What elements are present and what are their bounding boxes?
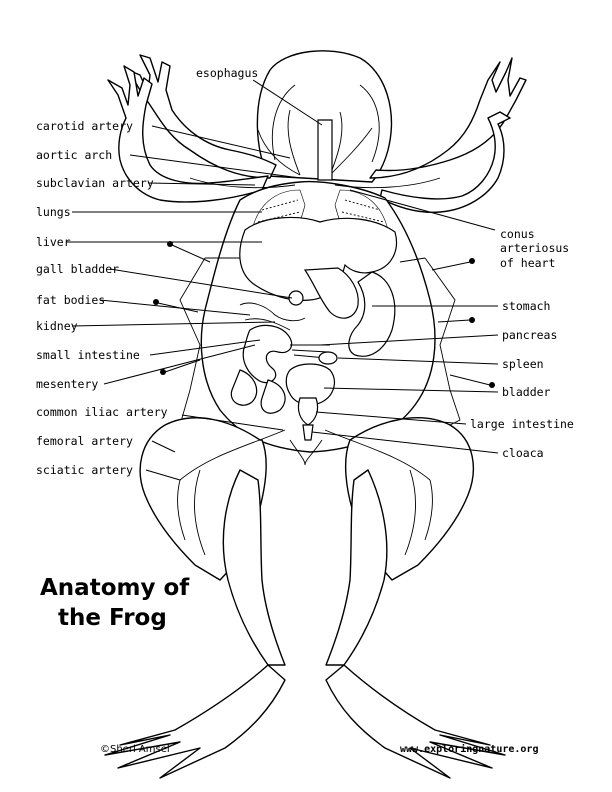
label-conus-2: arteriosus	[500, 241, 569, 255]
label-sciatic-artery: sciatic artery	[36, 463, 133, 477]
stomach-organ	[348, 271, 396, 357]
intestine-loop-2	[260, 379, 286, 414]
label-liver: liver	[36, 235, 71, 249]
label-subclavian-artery: subclavian artery	[36, 176, 154, 190]
left-foot	[104, 664, 286, 779]
bladder-organ	[285, 363, 336, 406]
label-lungs: lungs	[36, 205, 71, 219]
label-esophagus: esophagus	[196, 66, 258, 80]
label-bladder: bladder	[502, 385, 551, 399]
label-kidney: kidney	[36, 319, 78, 333]
body-wall-right	[399, 257, 461, 431]
title-line-2: the Frog	[58, 605, 167, 631]
label-conus-1: conus	[500, 227, 535, 241]
label-spleen: spleen	[502, 357, 544, 371]
label-carotid-artery: carotid artery	[36, 119, 133, 133]
leader-lines	[66, 79, 499, 481]
intestine-loop	[230, 369, 258, 406]
label-small-intestine: small intestine	[36, 348, 140, 362]
label-femoral-artery: femoral artery	[36, 434, 133, 448]
title-line-1: Anatomy of	[40, 575, 190, 601]
left-lower-leg	[222, 469, 286, 666]
fat-bodies-organ	[239, 302, 306, 331]
liver-organ	[239, 216, 397, 301]
label-stomach: stomach	[502, 299, 550, 313]
label-common-iliac-artery: common iliac artery	[36, 405, 168, 419]
label-gall-bladder: gall bladder	[36, 262, 119, 276]
frog-illustration	[104, 50, 527, 779]
labels: esophagus carotid artery aortic arch sub…	[36, 66, 574, 477]
dissection-pins	[153, 241, 495, 388]
groin-line	[289, 439, 323, 466]
right-arm	[369, 57, 527, 179]
label-cloaca: cloaca	[502, 446, 544, 460]
credit-text: ©Sheri Amsel	[100, 744, 170, 755]
esophagus-tube	[317, 119, 333, 181]
left-arm	[127, 54, 277, 179]
label-large-intestine: large intestine	[470, 417, 574, 431]
label-pancreas: pancreas	[502, 328, 557, 342]
left-forearm	[107, 65, 269, 203]
website-link[interactable]: www.exploringnature.org	[400, 743, 538, 755]
cloaca-organ	[302, 424, 314, 441]
leg-arteries	[177, 429, 433, 556]
right-forearm	[379, 111, 511, 214]
liver-lobe	[303, 267, 359, 319]
right-lower-leg	[325, 469, 388, 666]
small-intestine-organ	[242, 324, 293, 384]
spleen-organ	[318, 351, 338, 365]
label-fat-bodies: fat bodies	[36, 293, 105, 307]
right-foot	[325, 664, 506, 779]
label-aortic-arch: aortic arch	[36, 148, 112, 162]
label-conus-3: of heart	[500, 256, 555, 270]
label-mesentery: mesentery	[36, 377, 98, 391]
head-inner-line	[272, 84, 380, 163]
upper-arteries	[189, 109, 441, 189]
